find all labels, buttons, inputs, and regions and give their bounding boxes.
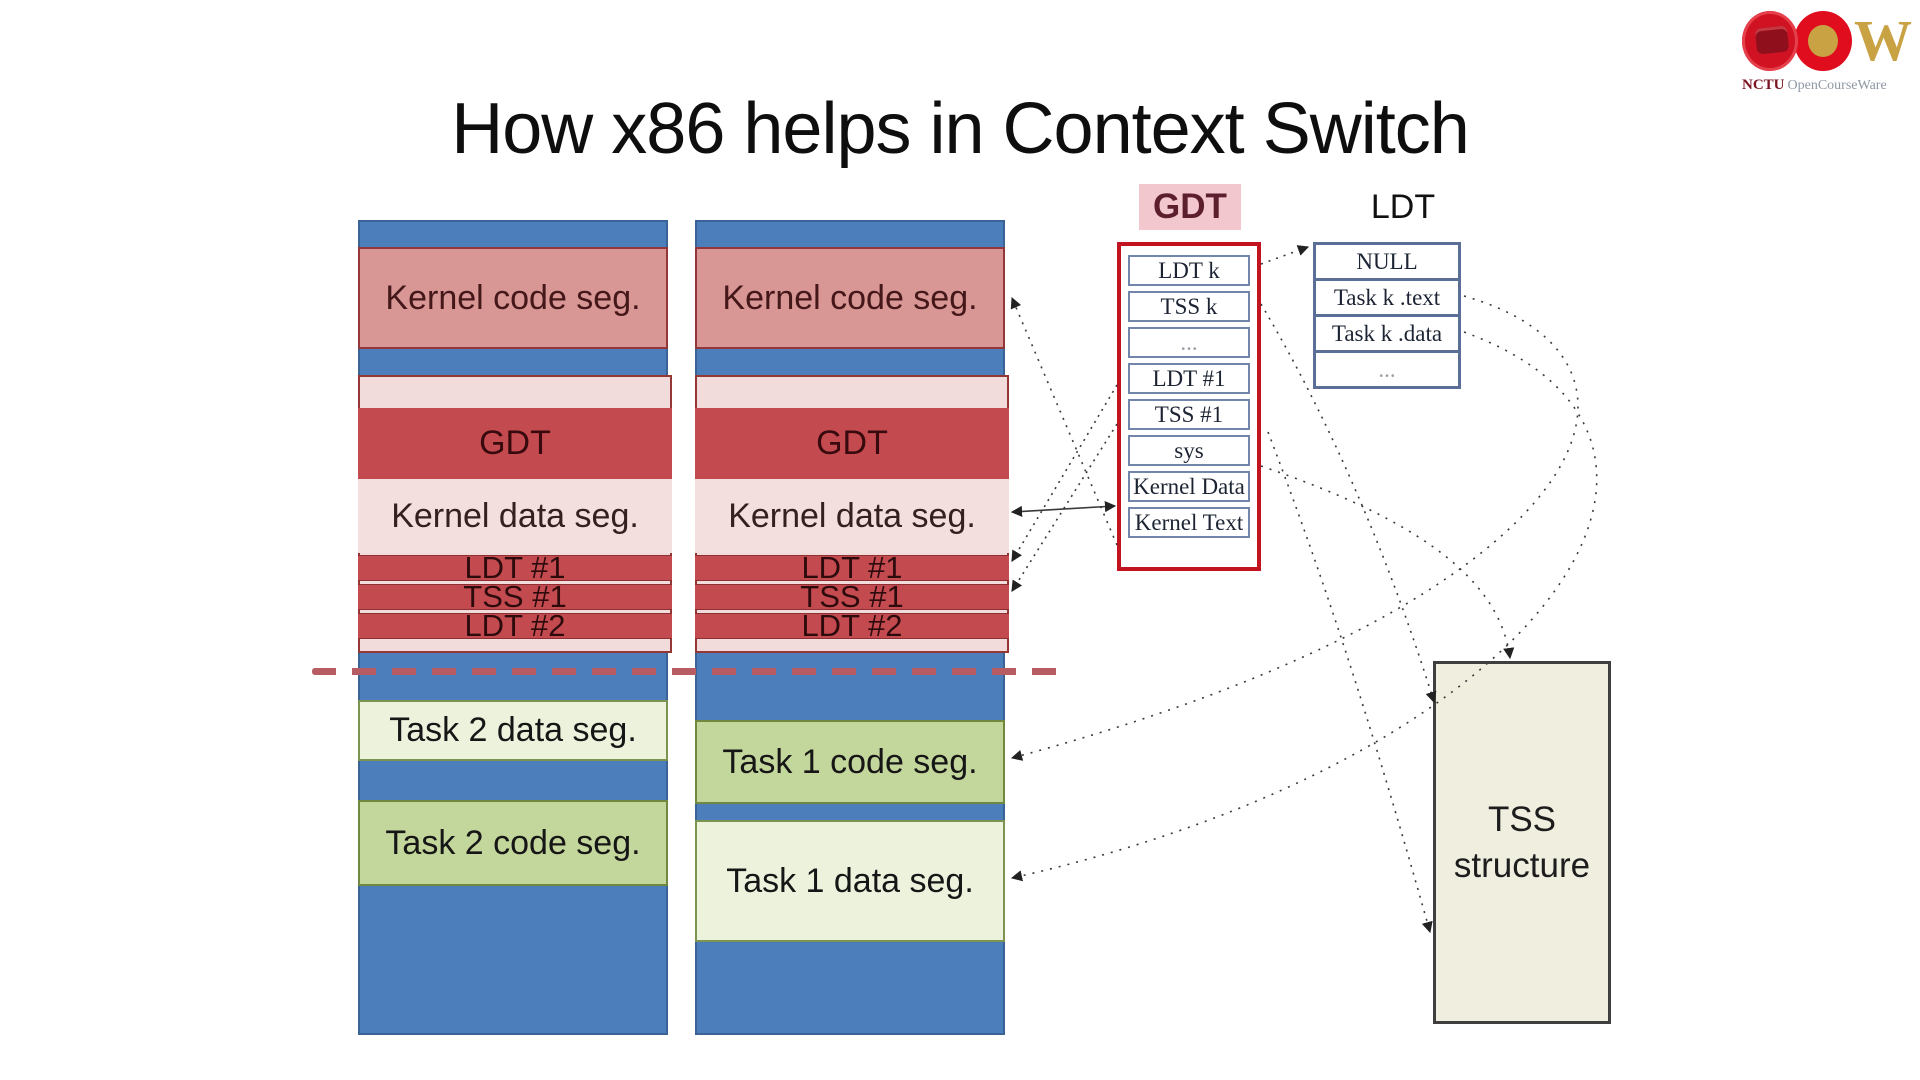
segment-task2-data: Task 2 data seg. [358, 700, 668, 761]
tss-label-line1: TSS [1487, 800, 1557, 839]
segment-label: Kernel code seg. [385, 278, 641, 317]
segment-label: TSS #1 [463, 579, 567, 614]
memory-column-task2: Kernel code seg. GDT Kernel data seg. LD… [358, 220, 672, 1035]
ldt-row-ellipsis: ... [1316, 353, 1458, 386]
segment-label: Task 2 code seg. [385, 823, 641, 862]
logo-nctu-text: NCTU [1742, 77, 1785, 93]
tss-structure-box: TSS structure [1433, 661, 1611, 1024]
ldt-table: NULL Task k .text Task k .data ... [1313, 242, 1461, 389]
segment-label: GDT [479, 424, 551, 462]
segment-label: Kernel data seg. [391, 496, 639, 535]
gdt-row-ldt-1: LDT #1 [1128, 363, 1250, 394]
logo-opencourseware-text: OpenCourseWare [1787, 78, 1887, 93]
segment-task2-code: Task 2 code seg. [358, 800, 668, 886]
segment-kernel-data: Kernel data seg. [695, 479, 1009, 553]
gdt-row-kernel-data: Kernel Data [1128, 471, 1250, 502]
ldt-row-task-text: Task k .text [1316, 281, 1458, 317]
segment-kernel-data: Kernel data seg. [358, 479, 672, 553]
ldt-panel-title: LDT [1370, 188, 1436, 226]
gdt-row-tss-1: TSS #1 [1128, 399, 1250, 430]
memory-column-task1: Kernel code seg. GDT Kernel data seg. LD… [695, 220, 1009, 1035]
ocw-w-icon: W [1854, 8, 1912, 73]
segment-ldt2: LDT #2 [695, 608, 1009, 643]
nctu-seal-emblem-icon [1754, 25, 1790, 55]
segment-label: TSS #1 [800, 579, 904, 614]
segment-kernel-code: Kernel code seg. [695, 247, 1005, 349]
segment-task1-data: Task 1 data seg. [695, 820, 1005, 942]
page-title: How x86 helps in Context Switch [451, 89, 1470, 169]
gdt-row-ldt-k: LDT k [1128, 255, 1250, 286]
segment-label: GDT [816, 424, 888, 462]
ocw-logo-glyphs: W [1742, 8, 1912, 74]
gdt-row-tss-k: TSS k [1128, 291, 1250, 322]
segment-ldt1: LDT #1 [695, 550, 1009, 585]
gdt-row-ellipsis: ... [1128, 327, 1250, 358]
segment-label: Kernel data seg. [728, 496, 976, 535]
kernel-tables-region: GDT Kernel data seg. LDT #1 TSS #1 LDT #… [695, 375, 1009, 653]
kernel-tables-region: GDT Kernel data seg. LDT #1 TSS #1 LDT #… [358, 375, 672, 653]
nctu-seal-icon [1742, 11, 1799, 71]
segment-label: Task 1 data seg. [726, 861, 974, 900]
gdt-row-kernel-text: Kernel Text [1128, 507, 1250, 538]
segment-gdt: GDT [358, 408, 672, 479]
segment-label: Task 2 data seg. [389, 711, 637, 749]
ocw-c-icon [1794, 11, 1852, 71]
gdt-row-sys: sys [1128, 435, 1250, 466]
segment-label: LDT #2 [801, 608, 903, 643]
segment-tss1: TSS #1 [695, 579, 1009, 614]
segment-label: Task 1 code seg. [722, 742, 978, 781]
ldt-row-task-data: Task k .data [1316, 317, 1458, 353]
segment-label: LDT #1 [464, 550, 566, 585]
segment-tss1: TSS #1 [358, 579, 672, 614]
segment-label: LDT #2 [464, 608, 566, 643]
segment-label: Kernel code seg. [722, 278, 978, 317]
ldt-row-null: NULL [1316, 245, 1458, 281]
segment-ldt2: LDT #2 [358, 608, 672, 643]
gdt-table: LDT k TSS k ... LDT #1 TSS #1 sys Kernel… [1117, 242, 1261, 571]
kernel-user-divider [312, 668, 1064, 675]
segment-ldt1: LDT #1 [358, 550, 672, 585]
gdt-panel-title: GDT [1139, 184, 1241, 230]
segment-gdt: GDT [695, 408, 1009, 479]
segment-label: LDT #1 [801, 550, 903, 585]
segment-task1-code: Task 1 code seg. [695, 720, 1005, 804]
tss-label-line2: structure [1453, 845, 1591, 885]
segment-kernel-code: Kernel code seg. [358, 247, 668, 349]
